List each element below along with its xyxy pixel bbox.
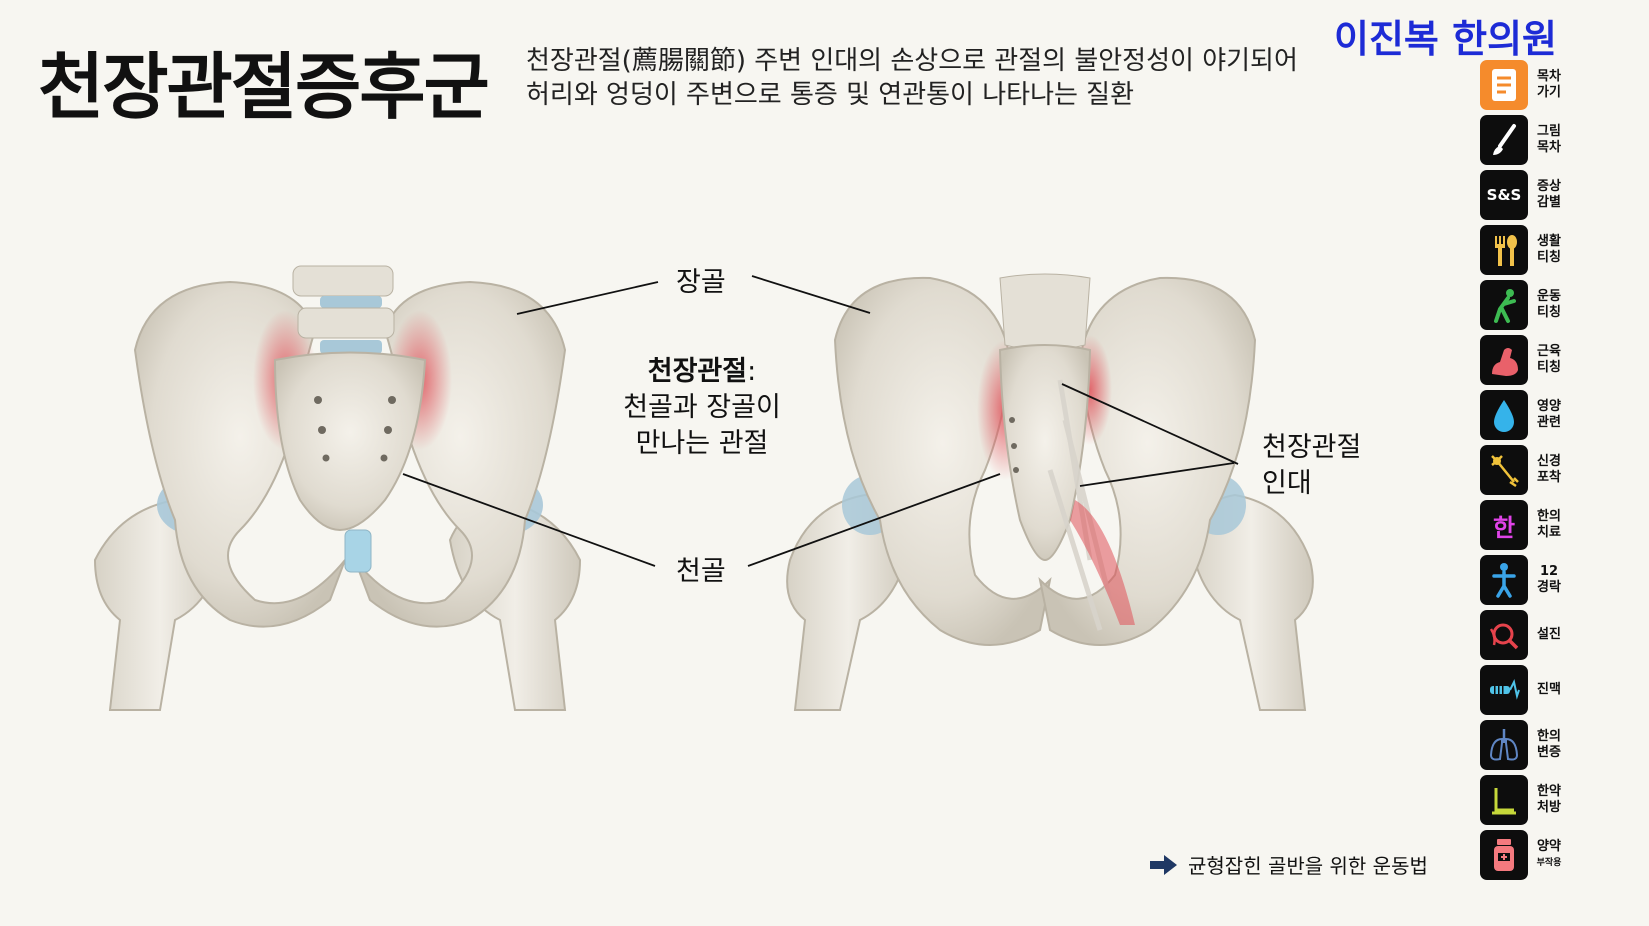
sidebar-line2: 치료	[1537, 525, 1561, 540]
sidebar-line1: 근육	[1537, 344, 1561, 359]
label-sij-definition: 천장관절: 천골과 장골이 만나는 관절	[612, 354, 792, 462]
flexed-arm-icon	[1480, 335, 1528, 385]
back-sacrum	[998, 344, 1092, 562]
sidebar-line2: 경락	[1537, 580, 1561, 595]
label-ligament-line2: 인대	[1262, 468, 1312, 499]
stretching-person-icon	[1480, 280, 1528, 330]
front-pelvis-view	[93, 265, 582, 711]
sidebar-line2: 포착	[1537, 470, 1561, 485]
sidebar-line2: 변증	[1537, 745, 1561, 760]
sidebar-line1: 한의	[1537, 729, 1561, 744]
water-drop-icon	[1480, 390, 1528, 440]
front-lumbar-vertebra	[292, 265, 394, 297]
sidebar-line1: 설진	[1537, 627, 1561, 642]
s-and-s-icon-text: S&S	[1486, 186, 1522, 204]
sidebar-line1: 영양	[1537, 399, 1561, 414]
label-sij-def-line1: 천골과 장골이	[623, 392, 781, 423]
sidebar-line2: 티칭	[1537, 305, 1561, 320]
label-sij-term: 천장관절	[647, 356, 748, 387]
sidebar-line1: 12	[1539, 564, 1559, 579]
sidebar-line2: 관련	[1537, 415, 1561, 430]
description-line-2: 허리와 엉덩이 주변으로 통증 및 연관통이 나타나는 질환	[526, 80, 1135, 110]
fork-spoon-icon	[1480, 225, 1528, 275]
sidebar-line2: 목차	[1537, 140, 1561, 155]
han-character-icon: 한	[1480, 500, 1528, 550]
sidebar-item-tongue-diagnosis[interactable]: 설진	[1480, 610, 1649, 660]
herbal-bowl-icon	[1480, 775, 1528, 825]
label-sij-colon: :	[747, 356, 757, 387]
sidebar-line2: 티칭	[1537, 250, 1561, 265]
meridian-body-icon	[1480, 555, 1528, 605]
label-ilium: 장골	[676, 267, 726, 298]
document-icon	[1480, 60, 1528, 110]
sidebar-line1: 증상	[1537, 179, 1561, 194]
sidebar-line2: 감별	[1537, 195, 1561, 210]
han-character-icon-text: 한	[1492, 513, 1516, 542]
label-sij-ligament: 천장관절 인대	[1262, 430, 1361, 502]
sidebar-line1: 한의	[1537, 509, 1561, 524]
back-pelvis-view	[786, 273, 1314, 711]
exercise-link[interactable]: 균형잡힌 골반을 위한 운동법	[1150, 850, 1428, 879]
back-lumbar-spine	[999, 273, 1091, 351]
description-line-1: 천장관절(薦腸關節) 주변 인대의 손상으로 관절의 불안정성이 야기되어	[526, 46, 1298, 76]
sidebar-line1: 진맥	[1537, 682, 1561, 697]
sidebar-line1: 양약	[1537, 839, 1561, 854]
sidebar-line2: 티칭	[1537, 360, 1561, 375]
sidebar-line2: 부작용	[1536, 858, 1562, 868]
exercise-link-text: 균형잡힌 골반을 위한 운동법	[1188, 854, 1428, 878]
lungs-icon	[1480, 720, 1528, 770]
arrow-right-icon	[1150, 854, 1177, 875]
label-sacrum: 천골	[676, 556, 726, 587]
sidebar-line1: 그림	[1537, 124, 1561, 139]
clinic-name[interactable]: 이진복 한의원	[1334, 17, 1557, 61]
sidebar-line1: 목차	[1537, 69, 1561, 84]
sidebar-line1: 생활	[1537, 234, 1561, 249]
page-title: 천장관절증후군	[38, 45, 490, 129]
label-sij-def-line2: 만나는 관절	[635, 428, 769, 459]
sidebar-item-pulse-diagnosis[interactable]: 진맥	[1480, 665, 1649, 715]
front-pubic-symphysis	[344, 529, 372, 573]
pill-bottle-icon	[1480, 830, 1528, 880]
front-sacrum	[273, 351, 427, 532]
pulse-wrist-icon	[1480, 665, 1528, 715]
label-ligament-line1: 천장관절	[1262, 432, 1362, 463]
sidebar-line2: 가기	[1537, 85, 1561, 100]
sidebar-line2: 처방	[1537, 800, 1561, 815]
neuron-icon	[1480, 445, 1528, 495]
s-and-s-icon: S&S	[1480, 170, 1528, 220]
page-description: 천장관절(薦腸關節) 주변 인대의 손상으로 관절의 불안정성이 야기되어 허리…	[526, 44, 1298, 112]
sidebar-line1: 한약	[1537, 784, 1561, 799]
pelvis-illustration	[93, 265, 1314, 711]
sidebar-line1: 운동	[1537, 289, 1561, 304]
brush-icon	[1480, 115, 1528, 165]
sidebar-line1: 신경	[1537, 454, 1561, 469]
tongue-magnifier-icon	[1480, 610, 1528, 660]
